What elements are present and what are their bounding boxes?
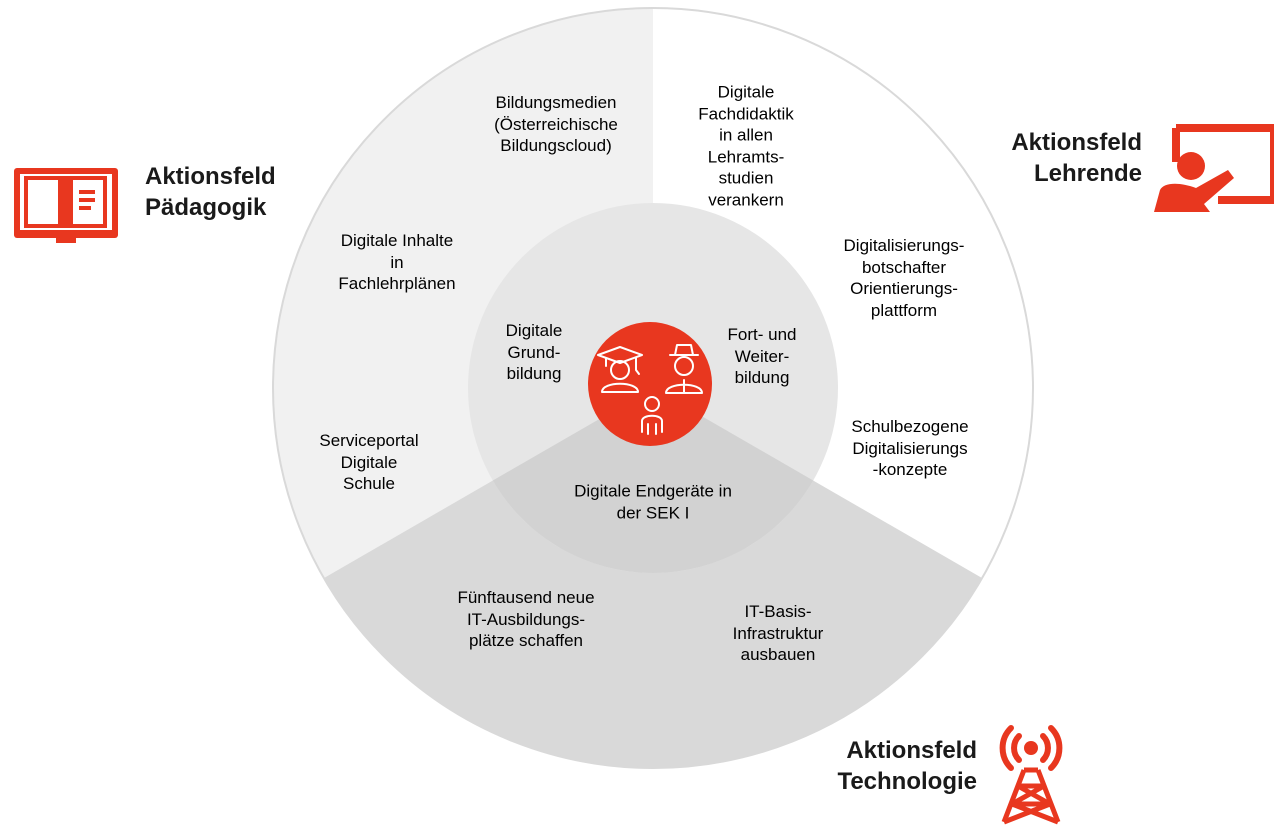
outer-label-bildungsmedien: Bildungsmedien (Österreichische Bildungs… [494,92,618,155]
field-label-lehrende: Aktionsfeld Lehrende [1011,129,1142,187]
inner-sector-bottom [492,388,814,573]
outer-label-botschafter: Digitalisierungs- botschafter Orientieru… [843,236,965,320]
outer-label-inhalte: Digitale Inhalte in Fachlehrplänen [338,230,456,293]
people-group-icon [588,322,712,446]
inner-label-weiterbildung: Fort- und Weiter- bildung [727,324,797,387]
inner-label-endgeraete: Digitale Endgeräte in der SEK I [574,481,732,523]
inner-label-grundbildung: Digitale Grund- bildung [505,320,563,383]
field-label-technologie: Aktionsfeld Technologie [837,737,977,795]
outer-label-schulbezogen: Schulbezogene Digitalisierungs -konzepte [851,416,969,479]
outer-label-infrastruktur: IT-Basis- Infrastruktur ausbauen [732,601,824,664]
outer-label-fachdidaktik: Digitale Fachdidaktik in allen Lehramts-… [698,82,794,210]
sector-technologie [324,388,982,768]
field-label-paedagogik: Aktionsfeld Pädagogik [145,163,276,221]
outer-label-serviceportal: Serviceportal Digitale Schule [319,430,419,493]
outer-outline [272,7,1034,769]
book-icon [14,168,118,243]
teacher-board-icon [1154,124,1274,212]
radio-tower-icon [999,725,1063,825]
outer-label-ausbildung: Fünftausend neue IT-Ausbildungs- plätze … [457,587,595,650]
